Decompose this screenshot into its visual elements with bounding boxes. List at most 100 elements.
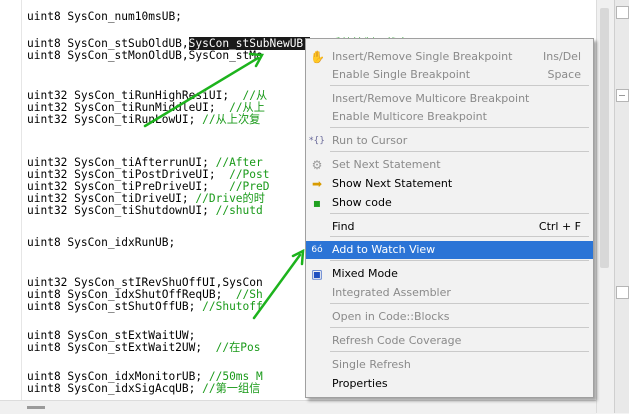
menu-item-open-in-code-blocks[interactable]: Open in Code::Blocks bbox=[306, 308, 593, 326]
code-text: uint8 SysCon_stShutOffUB; bbox=[27, 300, 203, 313]
menu-item-run-to-cursor[interactable]: *{} Run to Cursor bbox=[306, 132, 593, 150]
code-text: uint8 SysCon_idxRunUB; bbox=[27, 236, 176, 249]
code-line: uint32 SysCon_tiDriveUI; //Drive的时 bbox=[27, 192, 265, 205]
menu-item-label: Add to Watch View bbox=[332, 243, 436, 256]
code-text: uint8 SysCon_idxShutOffReqUB; bbox=[27, 288, 236, 301]
menu-item-label: Mixed Mode bbox=[332, 267, 398, 280]
menu-item-label: Open in Code::Blocks bbox=[332, 310, 450, 323]
code-comment: //从 bbox=[242, 89, 268, 102]
menu-item-label: Run to Cursor bbox=[332, 134, 408, 147]
code-text: uint8 SysCon_stSubOldUB, bbox=[27, 37, 189, 50]
code-comment: //PreD bbox=[229, 180, 270, 193]
glasses-icon: 6ó bbox=[311, 245, 323, 255]
code-line: uint8 SysCon_idxShutOffReqUB; //Sh bbox=[27, 288, 263, 301]
code-text: uint32 SysCon_tiShutdownUI; bbox=[27, 204, 216, 217]
code-text: uint32 SysCon_stIRevShuOffUI,SysCon bbox=[27, 276, 263, 289]
code-line: uint8 SysCon_idxSigAcqUB; //第一组信 bbox=[27, 382, 260, 395]
menu-item-enable-single-breakpoint[interactable]: Enable Single Breakpoint Space bbox=[306, 66, 593, 84]
selected-identifier: SysCon_stSubNewUB; bbox=[188, 37, 310, 50]
code-comment: //shutd bbox=[215, 204, 263, 217]
code-text: uint32 SysCon_tiAfterrunUI; bbox=[27, 156, 216, 169]
menu-item-show-code[interactable]: ▪ Show code bbox=[306, 194, 593, 212]
menu-item-label: Refresh Code Coverage bbox=[332, 334, 462, 347]
hand-icon: ✋ bbox=[310, 50, 325, 64]
collapse-minus-icon bbox=[619, 95, 625, 96]
menu-separator bbox=[330, 213, 589, 214]
run-to-cursor-icon: *{} bbox=[309, 136, 325, 146]
menu-item-refresh-code-coverage[interactable]: Refresh Code Coverage bbox=[306, 332, 593, 350]
mixed-mode-icon: ▣ bbox=[311, 267, 323, 281]
code-line: uint32 SysCon_tiPostDriveUI; //Post bbox=[27, 168, 270, 181]
menu-item-label: Show Next Statement bbox=[332, 177, 453, 190]
menu-item-label: Properties bbox=[332, 377, 388, 390]
menu-item-insert-remove-multicore-breakpoint[interactable]: Insert/Remove Multicore Breakpoint bbox=[306, 90, 593, 108]
menu-item-label: Enable Multicore Breakpoint bbox=[332, 110, 487, 123]
menu-item-find[interactable]: Find Ctrl + F bbox=[306, 218, 593, 236]
menu-item-integrated-assembler[interactable]: Integrated Assembler bbox=[306, 284, 593, 302]
code-line: uint8 SysCon_stExtWaitUW; bbox=[27, 329, 195, 342]
code-comment: //50ms M bbox=[208, 370, 263, 383]
code-line: uint8 SysCon_num10msUB; bbox=[27, 10, 182, 23]
code-line: uint8 SysCon_stShutOffUB; //Shutoff bbox=[27, 300, 263, 313]
menu-item-label: Insert/Remove Single Breakpoint bbox=[332, 50, 513, 63]
menu-separator bbox=[330, 303, 589, 304]
vertical-scroll-thumb[interactable] bbox=[600, 8, 609, 268]
menu-item-insert-remove-single-breakpoint[interactable]: ✋ Insert/Remove Single Breakpoint Ins/Del bbox=[306, 48, 593, 66]
code-line: uint8 SysCon_idxMonitorUB; //50ms M bbox=[27, 370, 263, 383]
code-line: uint8 SysCon_stExtWait2UW; //在Pos bbox=[27, 341, 260, 354]
code-comment: //Sh bbox=[235, 288, 263, 301]
menu-item-label: Integrated Assembler bbox=[332, 286, 451, 299]
code-text: uint32 SysCon_tiDriveUI; bbox=[27, 192, 196, 205]
menu-separator bbox=[330, 260, 589, 261]
menu-separator bbox=[330, 151, 589, 152]
code-comment: //从上次复 bbox=[202, 113, 261, 126]
menu-separator bbox=[330, 127, 589, 128]
gutter-divider bbox=[21, 0, 22, 400]
menu-item-shortcut: Space bbox=[547, 68, 581, 81]
code-text: uint8 SysCon_stExtWait2UW; bbox=[27, 341, 216, 354]
menu-item-enable-multicore-breakpoint[interactable]: Enable Multicore Breakpoint bbox=[306, 108, 593, 126]
menu-item-show-next-statement[interactable]: ➡ Show Next Statement bbox=[306, 175, 593, 193]
show-code-icon: ▪ bbox=[312, 196, 322, 210]
menu-item-shortcut: Ctrl + F bbox=[538, 220, 581, 233]
code-text: uint8 SysCon_stExtWaitUW; bbox=[27, 329, 196, 342]
code-comment: //从上 bbox=[229, 101, 265, 114]
menu-item-label: Enable Single Breakpoint bbox=[332, 68, 471, 81]
set-next-statement-icon: ⚙ bbox=[311, 158, 323, 172]
code-text: uint8 SysCon_idxMonitorUB; bbox=[27, 370, 209, 383]
code-line: uint32 SysCon_tiRunLowUI; //从上次复 bbox=[27, 113, 260, 126]
code-line: uint8 SysCon_idxRunUB; bbox=[27, 236, 175, 249]
horizontal-scroll-thumb[interactable] bbox=[27, 406, 45, 409]
menu-separator bbox=[330, 236, 589, 237]
arrow-upper bbox=[143, 52, 265, 128]
menu-item-set-next-statement[interactable]: ⚙ Set Next Statement bbox=[306, 156, 593, 174]
code-line: uint32 SysCon_tiAfterrunUI; //After bbox=[27, 156, 263, 169]
menu-item-mixed-mode[interactable]: ▣ Mixed Mode bbox=[306, 265, 593, 283]
code-text: uint32 SysCon_tiPostDriveUI; bbox=[27, 168, 230, 181]
menu-item-label: Set Next Statement bbox=[332, 158, 441, 171]
code-comment: //Post bbox=[229, 168, 270, 181]
menu-item-label: Single Refresh bbox=[332, 358, 411, 371]
code-comment: //在Pos bbox=[215, 341, 261, 354]
arrow-lower bbox=[252, 248, 305, 320]
horizontal-scrollbar[interactable] bbox=[0, 400, 596, 414]
menu-item-label: Insert/Remove Multicore Breakpoint bbox=[332, 92, 530, 105]
code-comment: //After bbox=[215, 156, 263, 169]
right-side-panel bbox=[614, 0, 629, 413]
code-line: uint32 SysCon_tiShutdownUI; //shutd bbox=[27, 204, 263, 217]
code-comment: //Drive的时 bbox=[195, 192, 265, 205]
arrow-right-icon: ➡ bbox=[311, 177, 323, 191]
menu-item-label: Find bbox=[332, 220, 355, 233]
menu-item-shortcut: Ins/Del bbox=[543, 50, 581, 63]
menu-item-single-refresh[interactable]: Single Refresh bbox=[306, 356, 593, 374]
code-line: uint8 SysCon_stMonOldUB,SysCon_stMo bbox=[27, 49, 263, 62]
menu-item-properties[interactable]: Properties bbox=[306, 375, 593, 393]
menu-separator bbox=[330, 85, 589, 86]
menu-item-label: Show code bbox=[332, 196, 392, 209]
menu-item-add-to-watch-view[interactable]: 6ó Add to Watch View bbox=[306, 241, 593, 259]
code-line: uint32 SysCon_stIRevShuOffUI,SysCon bbox=[27, 276, 263, 289]
code-text: uint32 SysCon_tiRunLowUI; bbox=[27, 113, 203, 126]
code-text: uint8 SysCon_num10msUB; bbox=[27, 10, 182, 23]
code-line: uint32 SysCon_tiPreDriveUI; //PreD bbox=[27, 180, 270, 193]
